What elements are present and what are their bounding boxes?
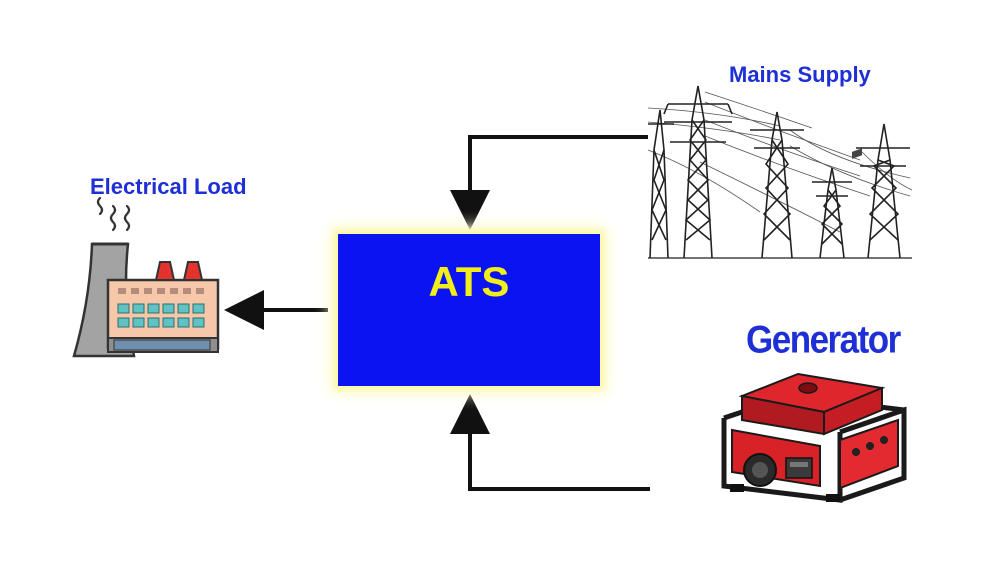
generator-label: Generator bbox=[746, 318, 901, 362]
mains-supply-label: Mains Supply bbox=[729, 62, 871, 87]
electrical-load-label: Electrical Load bbox=[90, 174, 247, 199]
factory-icon bbox=[72, 196, 220, 358]
portable-generator-icon bbox=[721, 148, 907, 503]
connector-mains-to-ats bbox=[450, 135, 648, 230]
ats-label: ATS bbox=[428, 258, 510, 305]
ats-box: ATS bbox=[338, 234, 600, 386]
connector-generator-to-ats bbox=[450, 394, 650, 491]
transmission-tower-icon bbox=[647, 85, 913, 259]
